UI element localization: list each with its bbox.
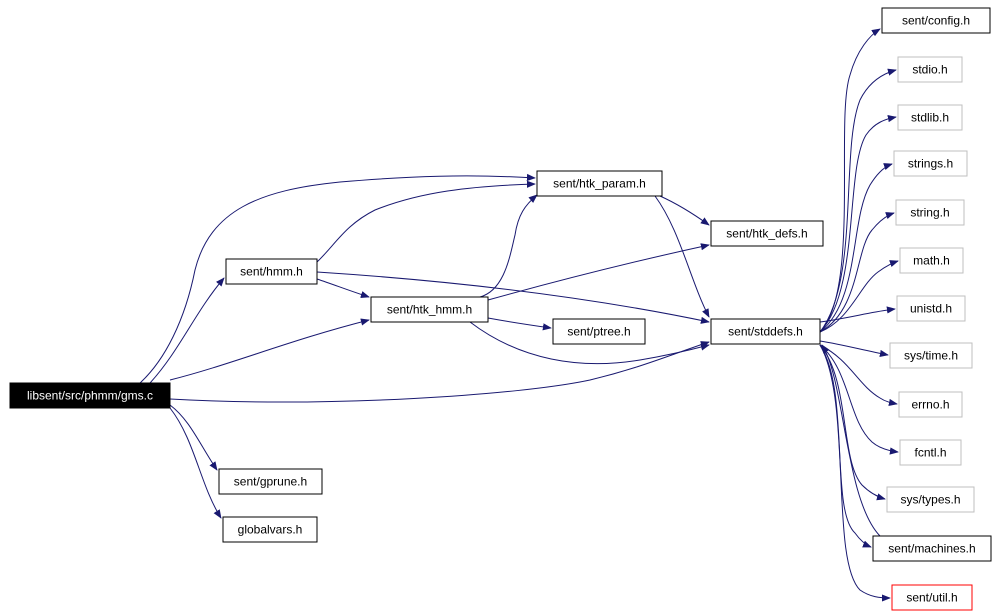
node-stdio[interactable]: stdio.h <box>897 56 963 83</box>
node-box-unistd <box>896 295 966 322</box>
node-label-config: sent/config.h <box>902 14 970 28</box>
node-systypes[interactable]: sys/types.h <box>886 486 975 513</box>
node-label-machines: sent/machines.h <box>888 542 975 556</box>
node-label-ptree: sent/ptree.h <box>567 325 630 339</box>
node-box-globalvars <box>222 516 318 543</box>
edge-machines-to-stddefs <box>821 344 881 537</box>
node-box-util <box>891 584 973 611</box>
edge-root-to-stddefs <box>169 341 710 403</box>
node-globalvars[interactable]: globalvars.h <box>222 516 318 543</box>
node-label-globalvars: globalvars.h <box>238 523 303 537</box>
node-label-unistd: unistd.h <box>910 302 952 316</box>
node-box-stdio <box>897 56 963 83</box>
edge-hmm-to-htk_hmm <box>316 278 370 298</box>
node-label-hmm: sent/hmm.h <box>240 265 303 279</box>
node-label-string: string.h <box>910 206 949 220</box>
edge-stddefs-to-systypes <box>819 344 886 501</box>
nodes-layer: libsent/src/phmm/gms.c sent/hmm.h sent/htk… <box>9 7 992 611</box>
node-box-gprune <box>218 468 323 495</box>
node-htk_hmm[interactable]: sent/htk_hmm.h <box>370 296 489 323</box>
edge-root-to-htk_param <box>139 173 536 384</box>
node-label-math: math.h <box>913 254 950 268</box>
node-label-htk_param: sent/htk_param.h <box>553 177 646 191</box>
node-math[interactable]: math.h <box>899 247 964 274</box>
edge-htk_param-to-stddefs <box>654 195 710 318</box>
node-label-stddefs: sent/stddefs.h <box>728 325 803 339</box>
node-label-root: libsent/src/phmm/gms.c <box>27 389 153 403</box>
node-strings[interactable]: strings.h <box>893 150 968 177</box>
node-box-htk_hmm <box>370 296 489 323</box>
node-label-systypes: sys/types.h <box>900 493 960 507</box>
edge-stddefs-to-fcntl <box>819 344 899 455</box>
edge-hmm-to-htk_param <box>316 180 536 263</box>
node-gprune[interactable]: sent/gprune.h <box>218 468 323 495</box>
node-box-string <box>895 199 965 226</box>
node-label-errno: errno.h <box>911 398 949 412</box>
edge-root-to-gprune <box>169 404 218 471</box>
node-util[interactable]: sent/util.h <box>891 584 973 611</box>
node-box-fcntl <box>899 439 962 466</box>
edge-stddefs-to-math <box>819 260 899 333</box>
node-stdlib[interactable]: stdlib.h <box>897 104 963 131</box>
node-box-errno <box>898 391 963 418</box>
node-box-stddefs <box>710 318 821 345</box>
edges-layer <box>139 28 899 602</box>
node-label-htk_hmm: sent/htk_hmm.h <box>387 303 472 317</box>
node-hmm[interactable]: sent/hmm.h <box>225 258 318 285</box>
edge-stddefs-to-stdlib <box>819 115 897 333</box>
node-systime[interactable]: sys/time.h <box>889 342 973 369</box>
node-label-systime: sys/time.h <box>904 349 958 363</box>
node-box-machines <box>872 535 992 562</box>
node-stddefs[interactable]: sent/stddefs.h <box>710 318 821 345</box>
node-fcntl[interactable]: fcntl.h <box>899 439 962 466</box>
node-config[interactable]: sent/config.h <box>881 7 991 34</box>
edge-stddefs-to-strings <box>819 163 893 333</box>
edge-root-to-globalvars <box>169 407 222 519</box>
node-box-hmm <box>225 258 318 285</box>
node-box-strings <box>893 150 968 177</box>
node-htk_param[interactable]: sent/htk_param.h <box>536 170 663 197</box>
node-box-stdlib <box>897 104 963 131</box>
edge-root-to-htk_hmm <box>169 318 370 381</box>
node-unistd[interactable]: unistd.h <box>896 295 966 322</box>
edge-htk_hmm-to-stddefs <box>469 321 710 365</box>
node-htk_defs[interactable]: sent/htk_defs.h <box>710 220 824 247</box>
edge-stddefs-to-systime <box>819 340 889 358</box>
node-box-systime <box>889 342 973 369</box>
node-errno[interactable]: errno.h <box>898 391 963 418</box>
node-label-fcntl: fcntl.h <box>914 446 946 460</box>
node-label-strings: strings.h <box>908 157 953 171</box>
node-label-stdlib: stdlib.h <box>911 111 949 125</box>
edge-htk_hmm-to-ptree <box>487 317 552 331</box>
edge-stddefs-to-config <box>819 28 881 333</box>
edge-htk_param-to-htk_defs <box>659 195 710 226</box>
edge-stddefs-to-string <box>819 212 895 333</box>
edge-htk_hmm-to-htk_defs <box>487 243 710 301</box>
node-label-gprune: sent/gprune.h <box>234 475 307 489</box>
node-box-config <box>881 7 991 34</box>
edge-stddefs-to-errno <box>819 344 898 406</box>
node-box-ptree <box>552 318 646 345</box>
edge-hmm-to-stddefs <box>316 271 710 324</box>
node-box-htk_param <box>536 170 663 197</box>
node-box-systypes <box>886 486 975 513</box>
node-label-htk_defs: sent/htk_defs.h <box>726 227 807 241</box>
node-machines[interactable]: sent/machines.h <box>872 535 992 562</box>
node-box-math <box>899 247 964 274</box>
node-box-htk_defs <box>710 220 824 247</box>
edge-stddefs-to-unistd <box>819 306 896 323</box>
edge-root-to-hmm <box>149 277 225 384</box>
node-root[interactable]: libsent/src/phmm/gms.c <box>9 382 171 409</box>
node-ptree[interactable]: sent/ptree.h <box>552 318 646 345</box>
node-string[interactable]: string.h <box>895 199 965 226</box>
edge-stddefs-to-stdio <box>819 68 897 333</box>
edge-htk_hmm-to-htk_param <box>479 194 538 298</box>
node-label-util: sent/util.h <box>906 591 957 605</box>
node-label-stdio: stdio.h <box>912 63 947 77</box>
edge-stddefs-to-machines <box>819 344 872 548</box>
edge-stddefs-to-util <box>819 344 891 602</box>
node-box-root <box>9 382 171 409</box>
